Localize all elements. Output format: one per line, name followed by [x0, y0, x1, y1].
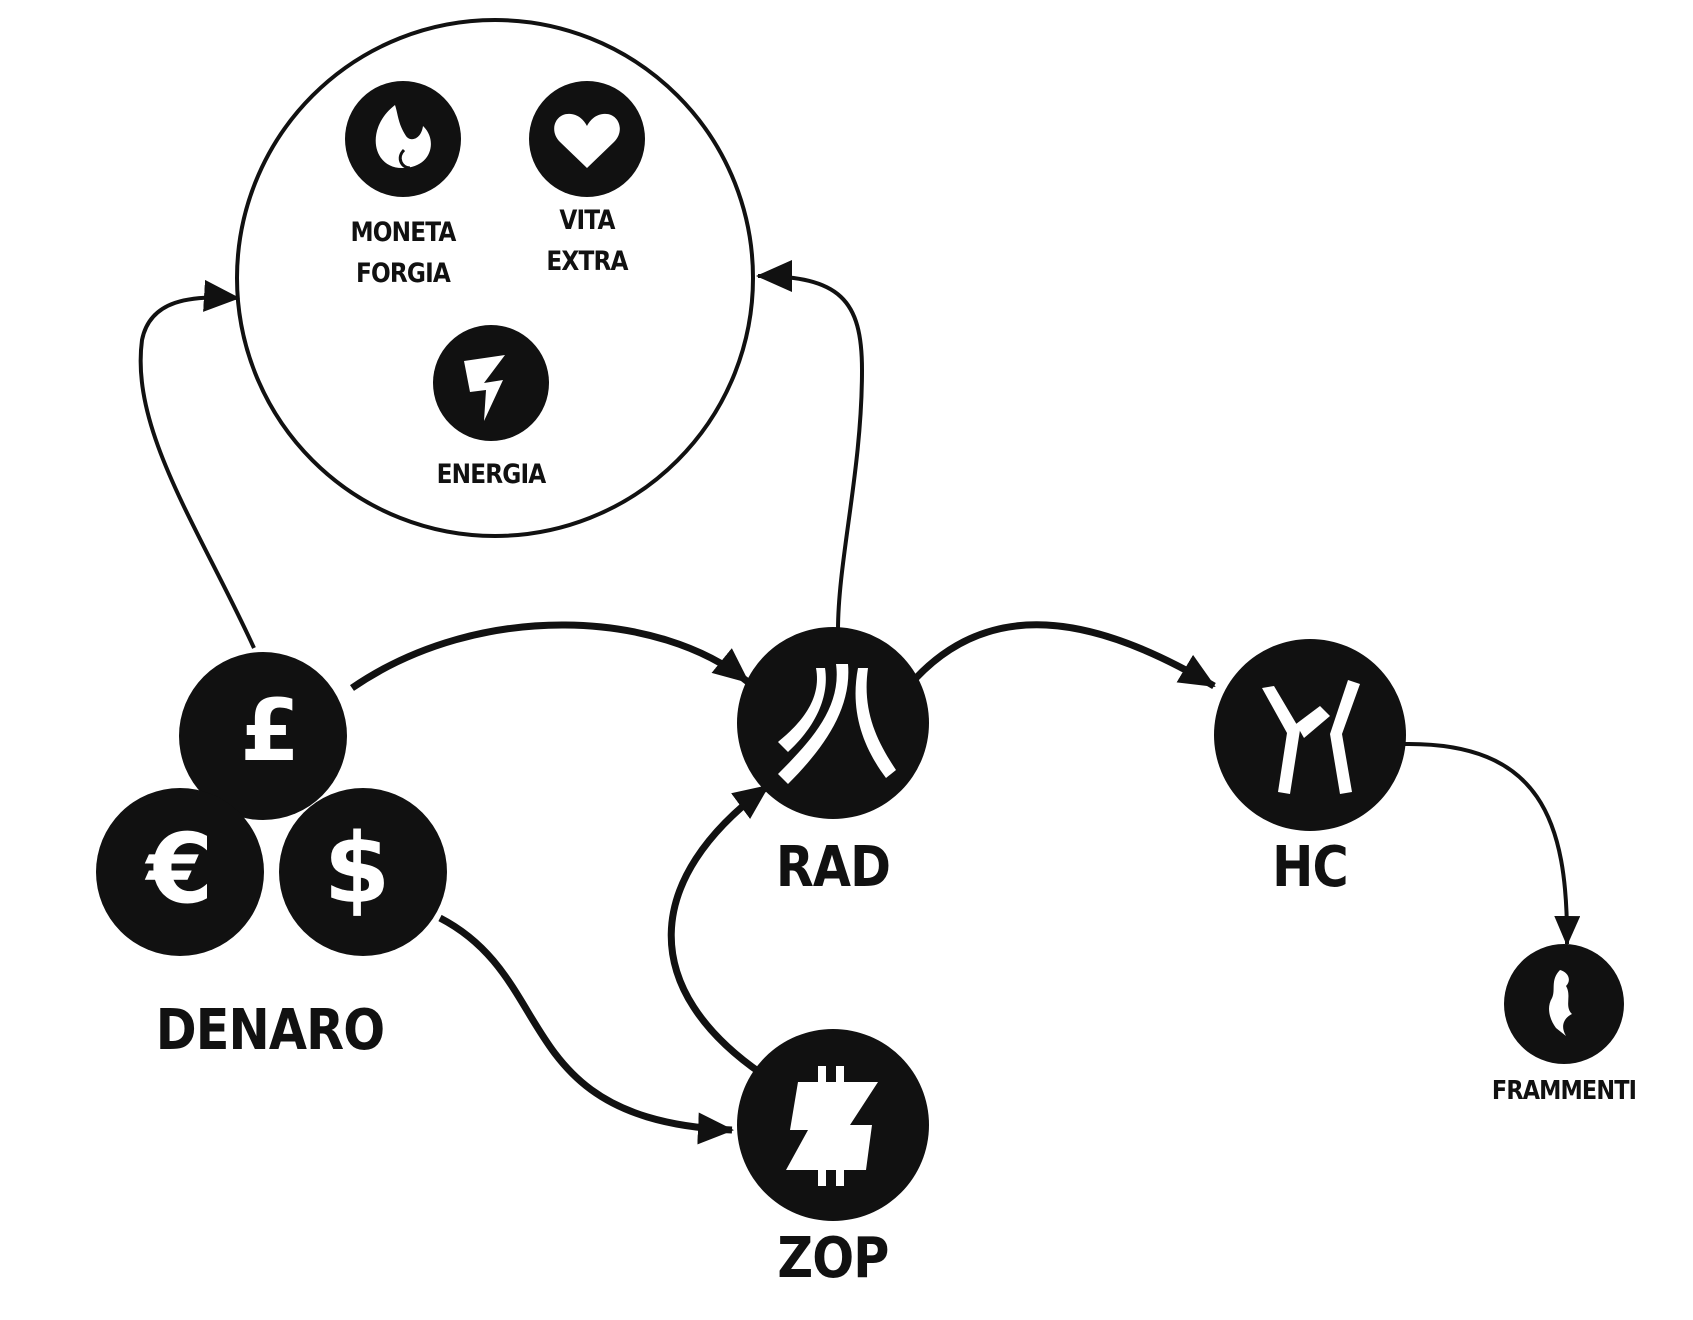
- denaro-label: DENARO: [155, 998, 385, 1063]
- vita-extra-line2: EXTRA: [546, 246, 628, 277]
- vita-extra-line1: VITA: [559, 205, 615, 236]
- moneta-forgia-label: MONETA FORGIA: [343, 212, 463, 294]
- moneta-forgia-line1: MONETA: [350, 217, 456, 248]
- frammenti-label: FRAMMENTI: [1491, 1076, 1637, 1106]
- edge-denaro-to-rad: [350, 621, 751, 691]
- zop-label: ZOP: [777, 1226, 889, 1291]
- hc-icon: [1214, 639, 1406, 831]
- flame-icon: [345, 81, 461, 197]
- edge-zop-to-rad: [667, 783, 771, 1077]
- euro-symbol: €: [145, 813, 214, 925]
- rad-label: RAD: [775, 835, 891, 900]
- edge-denaro-to-zop: [438, 914, 734, 1145]
- hc-label: HC: [1272, 835, 1349, 900]
- edge-denaro-to-group: [138, 279, 256, 649]
- edge-rad-to-hc: [913, 621, 1216, 690]
- edge-rad-to-group: [756, 260, 865, 631]
- heart-icon: [529, 81, 645, 197]
- zop-icon: [737, 1029, 929, 1221]
- lightning-icon: [433, 325, 549, 441]
- pound-symbol: £: [240, 681, 300, 781]
- frammenti-icon: [1504, 944, 1624, 1064]
- energia-label: ENERGIA: [436, 459, 547, 490]
- moneta-forgia-line2: FORGIA: [355, 258, 451, 289]
- bonus-group-circle: [235, 18, 755, 538]
- rad-icon: [737, 627, 929, 819]
- edge-hc-to-frammenti: [1403, 741, 1581, 946]
- vita-extra-label: VITA EXTRA: [535, 200, 638, 282]
- dollar-symbol: $: [324, 813, 391, 925]
- denaro-coins: [96, 652, 447, 956]
